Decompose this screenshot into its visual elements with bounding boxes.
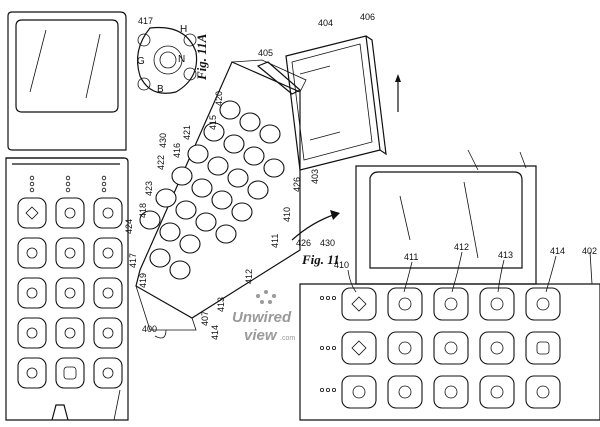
figure-caption-11a: Fig. 11A [194,33,209,81]
label-419: 419 [138,273,148,288]
label-414-mid: 414 [210,325,220,340]
rotation-arrow-head [395,74,401,82]
keypad-plate-base [135,285,197,331]
label-407: 407 [200,311,210,326]
label-426-right: 426 [296,238,311,248]
watermark-brand: Unwired [232,309,292,326]
right-phone-display-housing [355,165,537,285]
label-423: 423 [144,181,154,196]
seal-letter-h: H [180,24,187,35]
label-424: 424 [124,219,134,234]
screen-glare-line [85,33,101,99]
label-411-right: 411 [404,252,418,262]
watermark: Unwired view .com [232,290,295,344]
screen-glare-line [463,181,479,259]
seal-letter-b: B [157,84,164,95]
label-430-mid: 430 [158,133,168,148]
exploded-keypad [135,35,401,331]
figure-caption-11: Fig. 11 [301,252,340,267]
screen-glare-line [399,195,411,241]
right-phone-keypad [341,287,561,409]
label-422: 422 [156,155,166,170]
label-412-mid: 412 [244,269,254,284]
keypad-plate-edge [231,59,307,93]
label-411-mid: 411 [270,234,280,248]
selector-node [183,33,197,47]
label-403: 403 [310,169,320,184]
leader-400 [154,329,167,339]
watermark-brand2: view [244,327,278,344]
right-leader-lines [347,251,593,293]
flip-lid-screen [291,43,373,161]
left-phone-lid [7,11,127,151]
watermark-suffix: .com [280,335,295,342]
keypad-bumps [139,100,285,280]
seal-letter-g: G [137,56,145,67]
label-404: 404 [318,18,333,28]
label-420: 420 [214,91,224,106]
label-421: 421 [182,125,192,140]
indicator-dots [29,175,107,193]
label-426-mid: 426 [292,177,302,192]
edge-line [113,389,121,421]
hinge-post [256,61,302,95]
label-410-right: 410 [334,260,349,270]
break-line [519,151,527,169]
selector-node [137,77,151,91]
left-phone-keypad [17,197,123,389]
right-indicator-dots [319,295,336,392]
slide-arrow-head [330,210,340,220]
flip-lid-glare [299,65,341,141]
label-416: 416 [172,143,182,158]
right-phone-screen [369,171,523,269]
label-413-right: 413 [498,250,513,260]
right-phone-keyboard-base [299,283,600,421]
label-418: 418 [138,203,148,218]
left-phone-body [5,157,129,421]
break-line [467,149,479,171]
label-415: 415 [208,115,218,130]
label-400: 400 [142,324,157,334]
label-417-mid: 417 [128,253,138,268]
left-phone-screen [15,19,119,113]
rotary-selector: H G B N [137,24,198,95]
label-402: 402 [582,246,597,256]
screen-glare-line [29,29,47,93]
seal-letter-n: N [178,54,185,65]
label-430-right: 430 [320,238,335,248]
label-406: 406 [360,12,375,22]
label-413-mid: 413 [216,297,226,312]
label-405: 405 [258,48,273,58]
label-414-right: 414 [550,246,565,256]
selector-center [153,45,183,75]
left-phone [5,11,129,421]
flip-lid-side [365,35,387,156]
selector-center-inner [159,51,177,69]
label-417-top: 417 [138,16,153,26]
selector-body [137,26,198,94]
selector-node [183,67,197,81]
right-phone [291,149,600,421]
base-foot [51,404,69,421]
label-410-mid: 410 [282,207,292,222]
slide-arrow [291,213,337,241]
label-412-right: 412 [454,242,469,252]
selector-node [137,33,151,47]
